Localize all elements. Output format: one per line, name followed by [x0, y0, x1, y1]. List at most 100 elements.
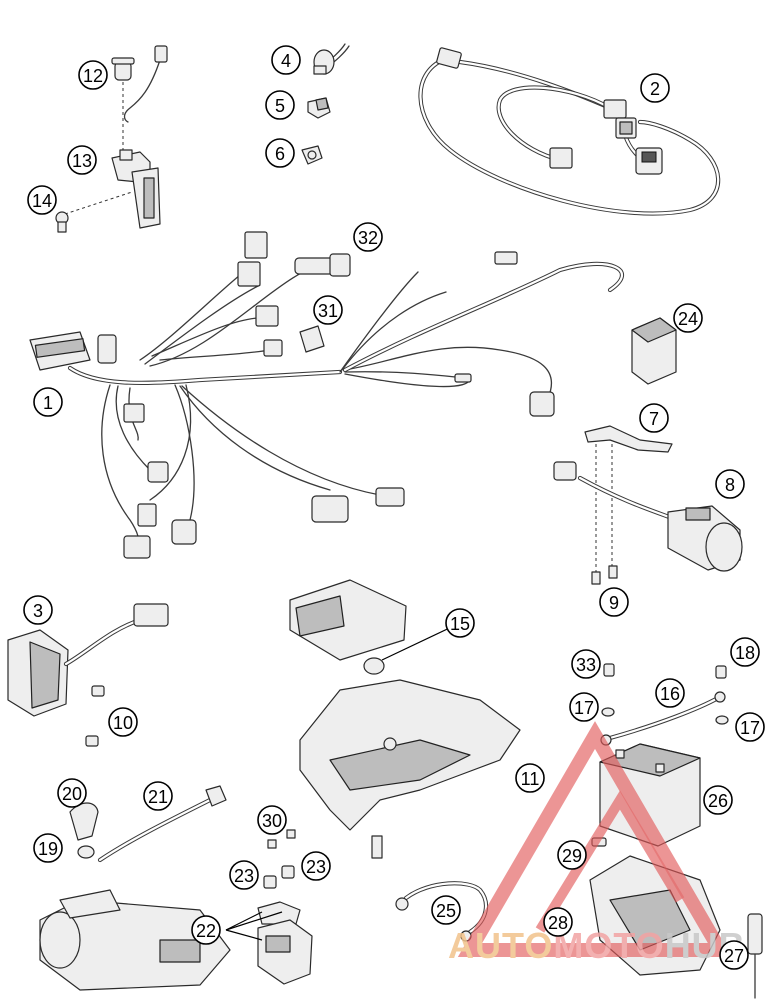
- callout-circle: [703, 785, 733, 815]
- callout-circle: [265, 138, 295, 168]
- part-30-screws: [267, 829, 296, 849]
- callout-label: 27: [724, 946, 744, 966]
- callout-label: 1: [43, 393, 53, 413]
- callout-label: 9: [609, 593, 619, 613]
- callout-1: 1: [33, 387, 63, 417]
- callout-label: 23: [234, 866, 254, 886]
- callout-3: 3: [23, 595, 53, 625]
- callout-28: 28: [543, 907, 573, 937]
- callout-29: 29: [557, 840, 587, 870]
- callout-label: 2: [650, 79, 660, 99]
- callout-23b: 23: [301, 851, 331, 881]
- part-5-clip: [307, 97, 331, 119]
- callout-label: 20: [62, 784, 82, 804]
- callout-circle: [599, 587, 629, 617]
- callout-label: 10: [113, 713, 133, 733]
- callout-label: 26: [708, 791, 728, 811]
- callout-circle: [655, 678, 685, 708]
- callout-label: 7: [649, 409, 659, 429]
- callout-label: 23: [306, 857, 326, 877]
- part-11-battery-holder: [299, 679, 521, 859]
- callout-9: 9: [599, 587, 629, 617]
- watermark: AUTOMOTOHUB: [448, 721, 745, 966]
- watermark-logo: [457, 721, 733, 957]
- callout-circle: [23, 595, 53, 625]
- callout-circle: [730, 637, 760, 667]
- callout-label: 16: [660, 684, 680, 704]
- callout-22: 22: [191, 915, 221, 945]
- callout-circle: [67, 145, 97, 175]
- callout-label: 17: [574, 698, 594, 718]
- callout-circle: [143, 781, 173, 811]
- callout-circle: [229, 860, 259, 890]
- callout-label: 22: [196, 921, 216, 941]
- callout-label: 14: [32, 191, 52, 211]
- watermark-text-moto: MOTO: [553, 925, 664, 966]
- part-starter-motor: [39, 889, 231, 991]
- callout-circle: [265, 90, 295, 120]
- part-27-strap: [747, 913, 763, 999]
- callout-circle: [543, 907, 573, 937]
- callout-circle: [445, 608, 475, 638]
- part-22-relay: [257, 901, 313, 985]
- callout-10: 10: [108, 707, 138, 737]
- callout-label: 8: [725, 475, 735, 495]
- callout-label: 21: [148, 787, 168, 807]
- callout-circle: [271, 45, 301, 75]
- callout-24: 24: [673, 303, 703, 333]
- callout-circle: [33, 833, 63, 863]
- callout-8: 8: [715, 469, 745, 499]
- callout-16: 16: [655, 678, 685, 708]
- callout-circle: [33, 387, 63, 417]
- callout-label: 6: [275, 144, 285, 164]
- callout-label: 18: [735, 643, 755, 663]
- callout-circle: [57, 778, 87, 808]
- callout-circle: [715, 469, 745, 499]
- part-8-sensor: [553, 461, 743, 572]
- callout-6: 6: [265, 138, 295, 168]
- part-10-screws: [85, 685, 105, 747]
- part-33-bolt: [603, 663, 615, 677]
- callout-21: 21: [143, 781, 173, 811]
- callout-circle: [639, 403, 669, 433]
- callout-circle: [313, 295, 343, 325]
- callout-19: 19: [33, 833, 63, 863]
- callout-circle: [257, 805, 287, 835]
- part-12-13-14-switch-assembly: [55, 45, 168, 233]
- part-1-main-harness: [29, 231, 624, 559]
- callout-23a: 23: [229, 860, 259, 890]
- callout-32: 32: [353, 222, 383, 252]
- callout-label: 12: [83, 66, 103, 86]
- callout-27: 27: [719, 940, 749, 970]
- callout-circle: [108, 707, 138, 737]
- callout-25: 25: [431, 895, 461, 925]
- callout-17a: 17: [569, 692, 599, 722]
- callout-circle: [191, 915, 221, 945]
- watermark-text-auto: AUTO: [448, 925, 553, 966]
- callout-label: 3: [33, 601, 43, 621]
- callout-31: 31: [313, 295, 343, 325]
- part-18-bolt: [715, 665, 727, 679]
- part-21-cable: [97, 785, 227, 863]
- callout-circle: [27, 185, 57, 215]
- callout-14: 14: [27, 185, 57, 215]
- callout-label: 4: [281, 51, 291, 71]
- callout-circle: [301, 851, 331, 881]
- callout-30: 30: [257, 805, 287, 835]
- part-7-bracket: [584, 425, 673, 572]
- callout-label: 25: [436, 901, 456, 921]
- part-17-nuts: [601, 707, 729, 725]
- callout-label: 28: [548, 913, 568, 933]
- callout-label: 19: [38, 839, 58, 859]
- part-31-connector-cap: [299, 325, 325, 353]
- callout-17b: 17: [735, 712, 765, 742]
- callout-2: 2: [640, 73, 670, 103]
- part-9-screws: [591, 565, 618, 585]
- callout-label: 5: [275, 96, 285, 116]
- callout-label: 31: [318, 301, 338, 321]
- callout-circle: [640, 73, 670, 103]
- callout-circle: [353, 222, 383, 252]
- part-19-nut: [77, 845, 95, 859]
